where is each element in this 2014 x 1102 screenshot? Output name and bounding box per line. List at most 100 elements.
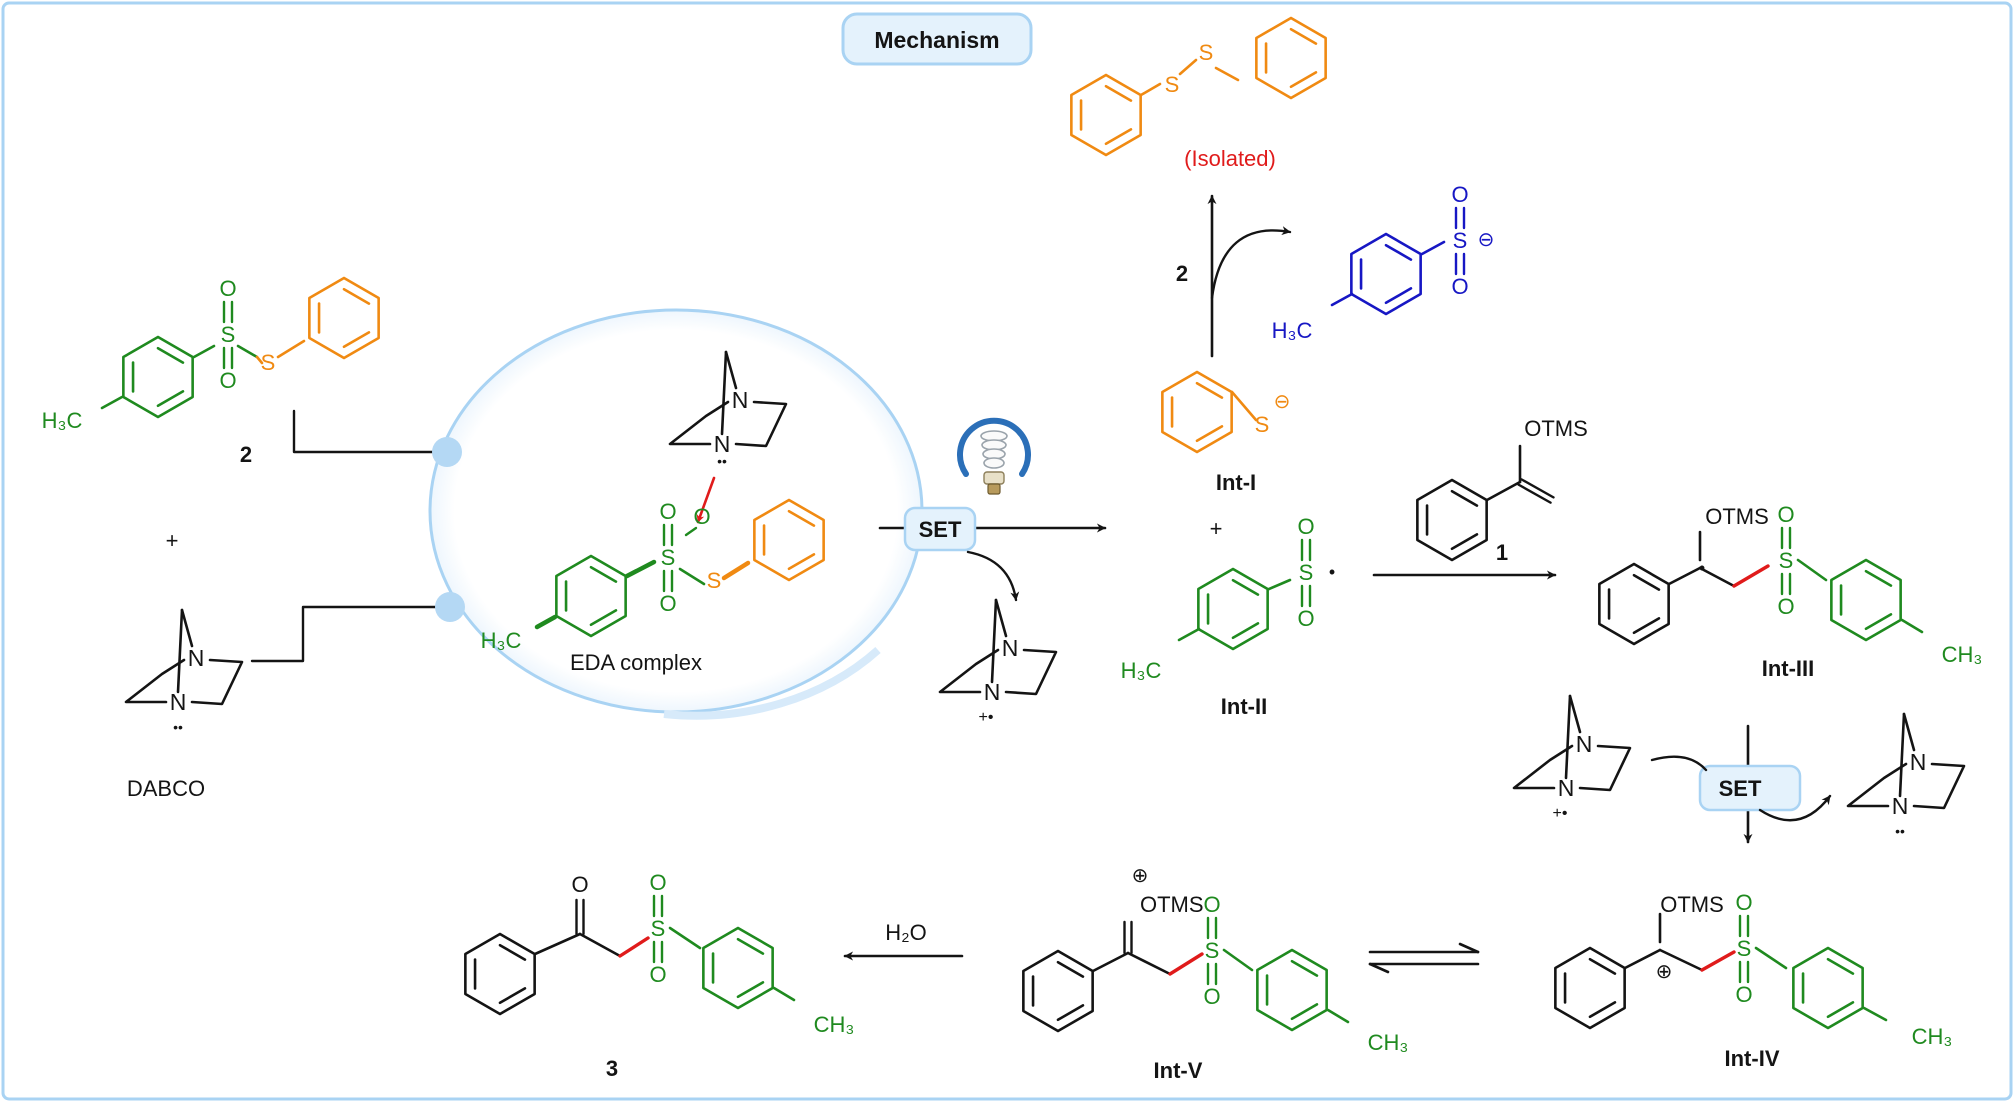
aromatic-double-bond	[1450, 533, 1479, 551]
int1-label: Int-I	[1216, 470, 1256, 495]
dabco-cation-lower-bridge	[1564, 694, 1572, 780]
int4-sulfonyl-s: S	[1737, 936, 1752, 961]
aromatic-double-bond	[1588, 957, 1617, 975]
dabco-eda-bridge	[720, 350, 728, 436]
int3-sulfonyl-o-top: O	[1777, 502, 1794, 527]
disulfide-cs-right	[1214, 66, 1240, 82]
product3-o: O	[571, 872, 588, 897]
reagent1-otms: OTMS	[1524, 416, 1588, 441]
dabco-left-bridge	[180, 608, 194, 648]
int4-s-ar	[1754, 946, 1788, 970]
reagent2-phenyl-ring	[308, 276, 380, 360]
dabco-regenerated-bridge	[1846, 762, 1908, 808]
dabco-cation-lower-bridge	[1512, 744, 1574, 790]
bulb-coil	[983, 457, 1005, 469]
disulfide-ss	[1178, 58, 1198, 76]
dabco-eda-n-bottom: N	[714, 431, 731, 457]
eda-methyl-bond-bold	[534, 614, 558, 630]
int1-cs-bond	[1230, 390, 1258, 422]
int2-h3c: H₃C	[1121, 658, 1162, 683]
dabco-regenerated-bridge	[1902, 712, 1916, 752]
aromatic-double-bond	[498, 943, 527, 961]
product3-c-c	[533, 932, 582, 956]
eda-cs-bond-bold	[624, 559, 657, 579]
tosylate-release-arrow	[1210, 226, 1292, 300]
isolated-label: (Isolated)	[1184, 146, 1276, 171]
int3-tolyl-ring	[1830, 558, 1902, 642]
product3-s-ar	[668, 926, 702, 950]
int3-sulfonyl-o-bottom: O	[1777, 594, 1794, 619]
aromatic-double-bond	[1104, 128, 1133, 146]
int3-label: Int-III	[1762, 656, 1815, 681]
aromatic-double-bond	[1290, 959, 1319, 977]
aromatic-double-bond	[1056, 960, 1085, 978]
dabco-cation-lower-n-top: N	[1576, 731, 1593, 757]
product3-ch3: CH₃	[814, 1012, 855, 1037]
aromatic-double-bond	[589, 565, 618, 583]
connector-reagent2	[292, 409, 442, 454]
dabco-eda-bridge	[668, 400, 730, 446]
dabco-eda-bridge	[734, 400, 788, 448]
tosylate-ring	[1350, 232, 1422, 316]
aromatic-double-bond	[1384, 287, 1413, 305]
disulfide-cs-left	[1139, 82, 1162, 97]
ellipse-node-bottom	[435, 592, 465, 622]
dabco-cation-top-bridge	[1004, 648, 1058, 696]
tosylate-methyl-bond	[1330, 292, 1354, 307]
int2-sulfonyl-o-bottom: O	[1297, 606, 1314, 631]
int3-otms: OTMS	[1705, 504, 1769, 529]
dabco-left-bridge	[124, 658, 186, 704]
product3-new-cs-bond	[618, 936, 650, 958]
int3-methyl-bond	[1900, 618, 1924, 634]
reagent1-vinyl	[1520, 478, 1555, 499]
eda-so-right	[684, 526, 698, 537]
eda-s-thio: S	[707, 568, 722, 593]
int3-s-ar	[1796, 558, 1828, 582]
aromatic-double-bond	[1195, 425, 1224, 443]
aromatic-double-bond	[1450, 489, 1479, 507]
int5-c-ch2	[1126, 951, 1172, 976]
dabco-eda-lone-pair: ••	[717, 453, 727, 469]
reagent2-sulfonyl-o-top: O	[219, 276, 236, 301]
aromatic-double-bond	[1195, 381, 1224, 399]
set-top-label: SET	[919, 517, 962, 542]
tosylate-h3c: H₃C	[1272, 318, 1313, 343]
int5-o-plus: ⊕	[1132, 865, 1149, 887]
plus-mid: +	[1210, 516, 1223, 541]
aromatic-double-bond	[1826, 1001, 1855, 1019]
int4-c-ch2	[1658, 948, 1704, 972]
equilibrium-reverse-head	[1368, 962, 1390, 974]
aromatic-double-bond	[1826, 957, 1855, 975]
reagent1-vinyl	[1517, 483, 1552, 504]
bulb-base	[983, 471, 1005, 485]
aromatic-double-bond	[1632, 573, 1661, 591]
set-lower-out-arrow	[1758, 794, 1832, 822]
dabco-cation-lower-n-bottom: N	[1558, 775, 1575, 801]
int4-new-cs-bond	[1700, 950, 1736, 972]
disulfide-phenyl-right	[1255, 16, 1327, 100]
reagent2-h3c: H₃C	[42, 408, 83, 433]
int5-ch3: CH₃	[1368, 1030, 1409, 1055]
int3-c-ch2	[1698, 566, 1736, 588]
reagent2-ss-bond-b	[255, 355, 264, 365]
aromatic-double-bond	[787, 553, 816, 571]
aromatic-double-bond	[1289, 27, 1318, 45]
aromatic-double-bond	[342, 331, 371, 349]
int3-c-c	[1667, 566, 1702, 586]
light-bulb-icon	[957, 417, 1031, 495]
reagent2-tolyl-ring	[122, 335, 194, 419]
dabco-cation-lower-radical-cation: +•	[1553, 805, 1568, 822]
connector-dabco	[250, 605, 449, 663]
aromatic-double-bond	[1056, 1004, 1085, 1022]
int2-sulfonyl-o-top: O	[1297, 514, 1314, 539]
dabco-regenerated-n-top: N	[1910, 749, 1927, 775]
plus-left: +	[166, 528, 179, 553]
dabco-eda-bridge	[724, 350, 738, 390]
aromatic-double-bond	[498, 987, 527, 1005]
set-top-branch-arrow	[966, 550, 1020, 602]
dabco-left-n-bottom: N	[170, 689, 187, 715]
ellipse-node-top	[432, 437, 462, 467]
set-lower-in-arrow	[1650, 755, 1708, 772]
tosylate-sulfonyl-o-bottom: O	[1451, 274, 1468, 299]
dabco-cation-top-bridge	[990, 598, 998, 684]
